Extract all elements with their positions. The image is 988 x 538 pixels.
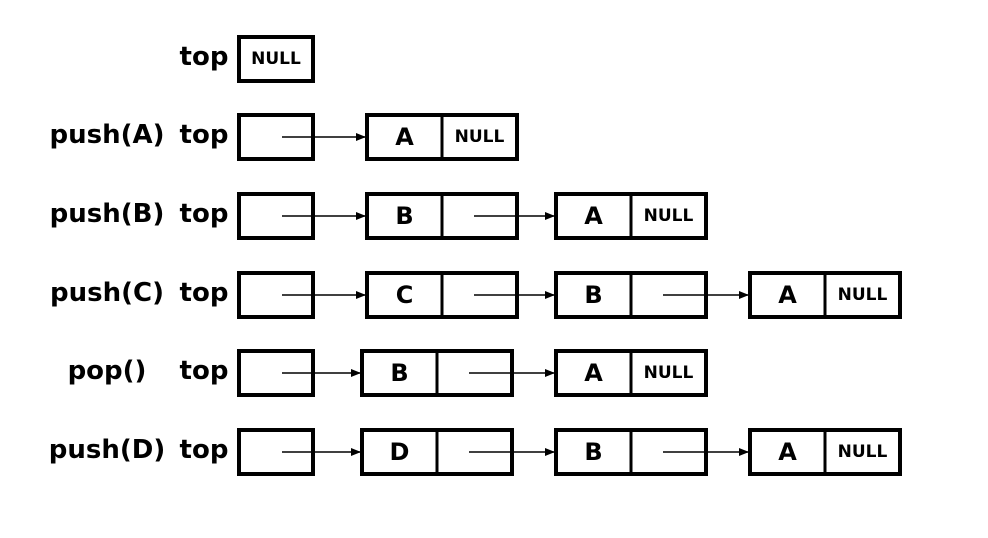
node-value: A [778, 281, 797, 309]
top-pointer-label: top [180, 120, 229, 150]
top-pointer-label: top [180, 435, 229, 465]
node-value: A [584, 202, 603, 230]
node-value: A [584, 359, 603, 387]
operation-label: pop() [68, 356, 147, 386]
node-value: D [390, 438, 410, 466]
null-pointer-text: NULL [644, 206, 694, 226]
operation-label: push(B) [50, 199, 165, 229]
operation-label: push(A) [50, 120, 165, 150]
node-value: B [584, 438, 602, 466]
node-value: A [395, 123, 414, 151]
null-pointer-text: NULL [838, 285, 888, 305]
node-value: C [396, 281, 414, 309]
node-value: B [395, 202, 413, 230]
null-pointer-text: NULL [455, 127, 505, 147]
operation-label: push(C) [50, 278, 164, 308]
null-pointer-text: NULL [838, 442, 888, 462]
top-pointer-label: top [180, 356, 229, 386]
node-value: B [584, 281, 602, 309]
null-pointer-text: NULL [644, 363, 694, 383]
node-value: B [390, 359, 408, 387]
top-pointer-label: top [180, 199, 229, 229]
top-pointer-label: top [180, 278, 229, 308]
top-pointer-box [237, 349, 315, 397]
operation-label: push(D) [49, 435, 165, 465]
top-pointer-box [237, 35, 315, 83]
null-pointer-text: NULL [251, 49, 301, 69]
node-value: A [778, 438, 797, 466]
top-pointer-label: top [180, 42, 229, 72]
